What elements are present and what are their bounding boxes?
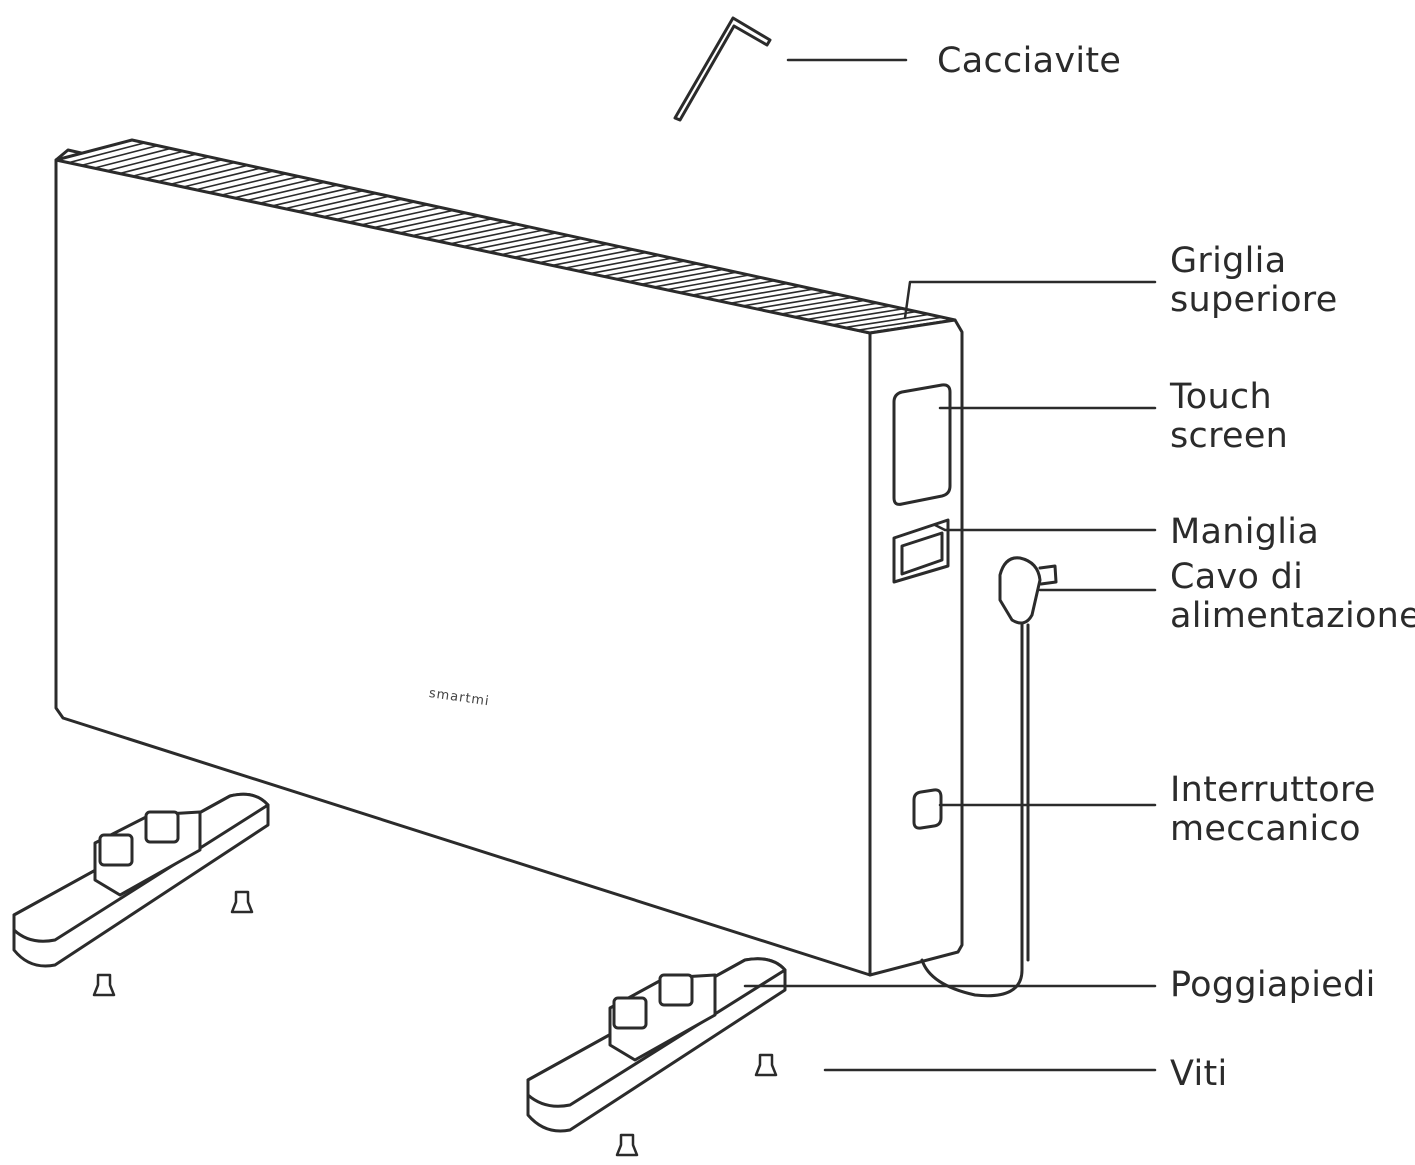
label-handle: Maniglia bbox=[1170, 513, 1319, 552]
label-mechanical-switch: Interruttore meccanico bbox=[1170, 771, 1376, 849]
label-feet: Poggiapiedi bbox=[1170, 966, 1376, 1005]
right-foot-illustration bbox=[528, 959, 785, 1131]
screwdriver-illustration bbox=[675, 18, 770, 120]
label-top-grille: Griglia superiore bbox=[1170, 242, 1338, 320]
label-screwdriver: Cacciavite bbox=[937, 42, 1121, 81]
label-power-cord: Cavo di alimentazione bbox=[1170, 558, 1415, 636]
label-screws: Viti bbox=[1170, 1055, 1228, 1094]
left-foot-illustration bbox=[14, 794, 268, 966]
label-touch-screen: Touch screen bbox=[1170, 378, 1288, 456]
